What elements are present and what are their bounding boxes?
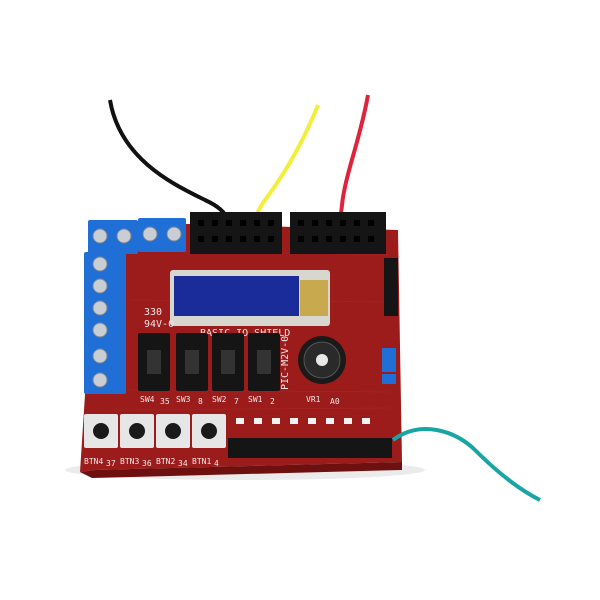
terminal-block-top bbox=[88, 218, 186, 254]
button-pin: 34 bbox=[178, 459, 188, 468]
switch-pin: 35 bbox=[160, 397, 170, 406]
pot-pin: A0 bbox=[330, 397, 340, 406]
button-label: BTN4 bbox=[84, 457, 103, 466]
button-pin: 36 bbox=[142, 459, 152, 468]
switch-label: SW1 bbox=[248, 395, 263, 404]
switch-label: SW4 bbox=[140, 395, 155, 404]
header-right bbox=[384, 258, 398, 316]
board-title: BASIC IO SHIELD bbox=[200, 328, 290, 339]
pot-label: VR1 bbox=[306, 395, 321, 404]
terminal-block-left bbox=[84, 252, 126, 394]
switch-label: SW2 bbox=[212, 395, 227, 404]
button-pin: 37 bbox=[106, 459, 116, 468]
potentiometer bbox=[298, 336, 346, 384]
black-wire bbox=[108, 99, 230, 221]
button-label: BTN3 bbox=[120, 457, 139, 466]
red-wire bbox=[338, 94, 370, 223]
button-label: BTN1 bbox=[192, 457, 211, 466]
teal-wire bbox=[391, 427, 541, 502]
leds bbox=[236, 418, 370, 424]
switch-pin: 7 bbox=[234, 397, 239, 406]
jumpers bbox=[382, 348, 396, 384]
board-model: PIC-M2V-0 bbox=[280, 336, 291, 390]
header-top bbox=[190, 212, 386, 254]
push-buttons bbox=[84, 414, 226, 448]
yellow-wire bbox=[254, 104, 320, 223]
header-bottom bbox=[228, 438, 392, 458]
slide-switches bbox=[138, 333, 280, 391]
resistor-code: 330 bbox=[144, 307, 162, 318]
button-label: BTN2 bbox=[156, 457, 175, 466]
board-cert: 94V-0 bbox=[144, 319, 174, 330]
switch-pin: 8 bbox=[198, 397, 203, 406]
oled-display: BASIC IO SHIELD bbox=[170, 270, 330, 339]
button-pin: 4 bbox=[214, 459, 219, 468]
switch-pin: 2 bbox=[270, 397, 275, 406]
switch-label: SW3 bbox=[176, 395, 191, 404]
